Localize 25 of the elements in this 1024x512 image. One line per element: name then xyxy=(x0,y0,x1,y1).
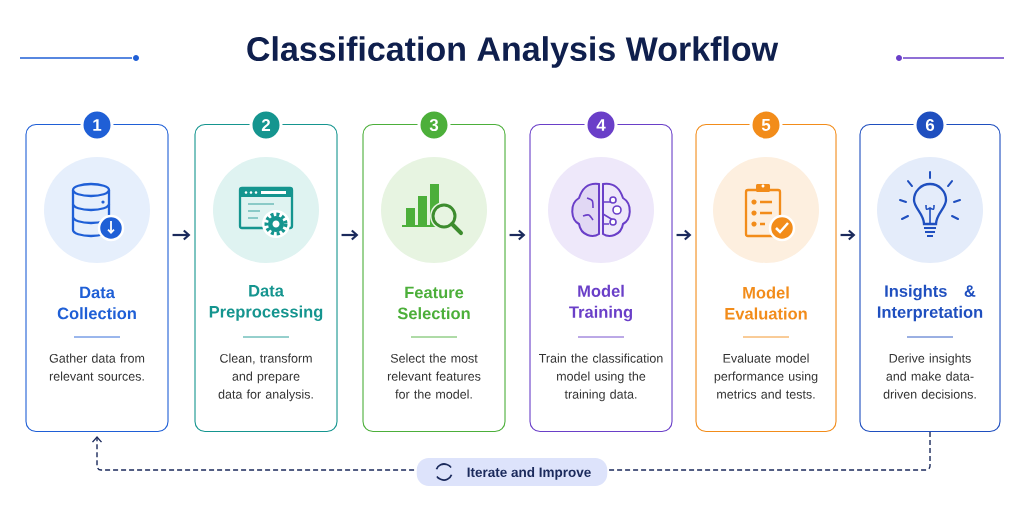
step-title: Model Training xyxy=(569,284,632,322)
step-title: Insights & Interpretation xyxy=(877,284,983,322)
step-number: 3 xyxy=(417,108,451,142)
step-number: 2 xyxy=(249,108,283,142)
arrow xyxy=(676,229,692,241)
step-title: Feature Selection xyxy=(397,286,470,320)
step-description: Clean, transform and prepare data for analysis. xyxy=(218,353,313,402)
step-number: 5 xyxy=(749,108,783,142)
step-number: 4 xyxy=(584,108,618,142)
arrow xyxy=(341,229,359,241)
step-description: Evaluate model performance using metrics and tests. xyxy=(714,353,818,399)
step-description: Train the classification model using the training data. xyxy=(539,353,663,402)
step-title: Data Preprocessing xyxy=(209,285,323,321)
step-description: Select the most relevant features for the model. xyxy=(387,353,481,399)
edge-label: Iterate and Improve xyxy=(416,458,608,486)
arrow xyxy=(840,229,856,241)
step-description: Gather data from relevant sources. xyxy=(49,353,145,381)
arrow xyxy=(509,229,526,241)
diagram-title: Classification Analysis Workflow xyxy=(247,36,779,68)
step-number: 6 xyxy=(913,108,947,142)
step-title: Data Collection xyxy=(57,286,136,320)
step-description: Derive insights and make data-driven decisions. xyxy=(883,353,976,399)
arrow xyxy=(172,229,191,241)
step-title: Model Evaluation xyxy=(725,286,807,320)
step-number: 1 xyxy=(80,108,114,142)
